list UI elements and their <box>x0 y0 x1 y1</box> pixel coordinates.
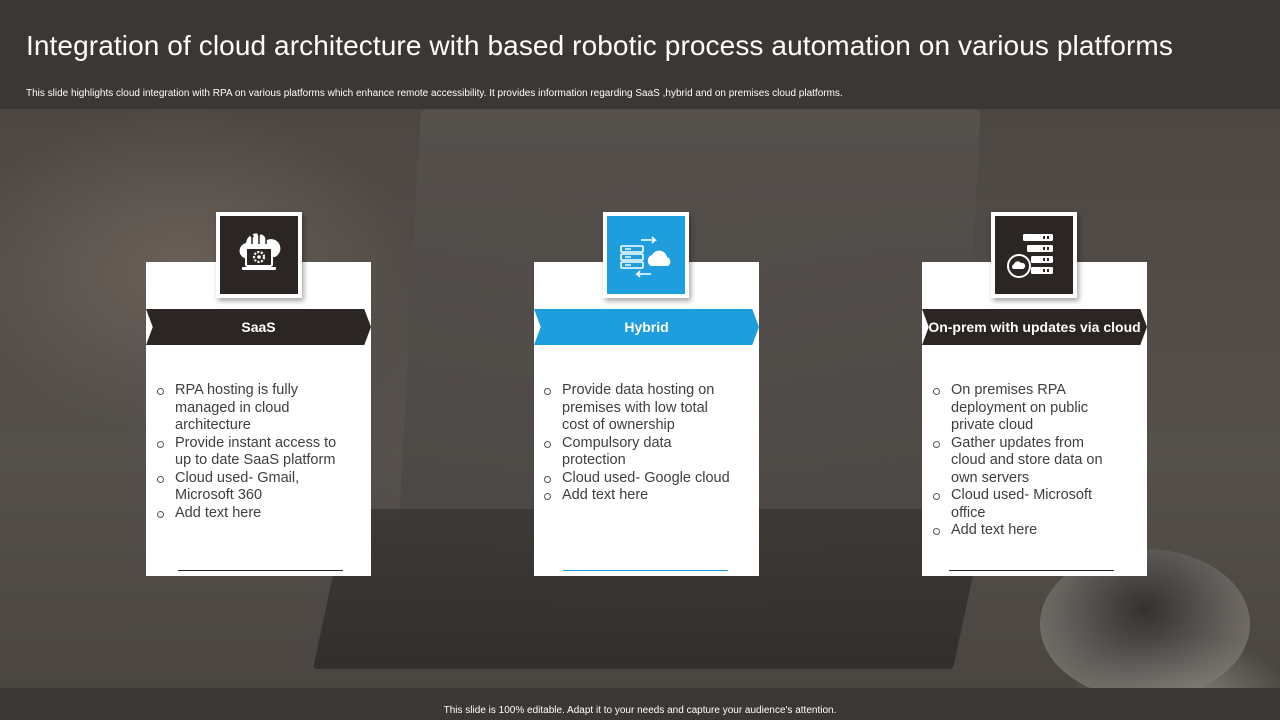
list-item: Cloud used- Gmail, Microsoft 360 <box>155 470 345 505</box>
server-cloud-sync-icon <box>607 216 685 294</box>
list-item: Compulsory data protection <box>542 435 732 470</box>
card-saas-icon-frame <box>216 212 302 298</box>
list-item: Add text here <box>155 505 345 523</box>
card-hybrid-divider <box>563 570 728 571</box>
card-hybrid-title: Hybrid <box>534 309 759 345</box>
list-item: Provide instant access to up to date Saa… <box>155 435 345 470</box>
card-hybrid-bullet-list: Provide data hosting on premises with lo… <box>542 382 732 505</box>
server-rack-cloud-icon <box>995 216 1073 294</box>
slide-title: Integration of cloud architecture with b… <box>26 30 1173 61</box>
list-item: Cloud used- Microsoft office <box>931 487 1121 522</box>
list-item: Cloud used- Google cloud <box>542 470 732 488</box>
list-item: Add text here <box>542 487 732 505</box>
card-saas-bullet-list: RPA hosting is fully managed in cloud ar… <box>155 382 345 522</box>
list-item: On premises RPA deployment on public pri… <box>931 382 1121 435</box>
card-on-prem-bullet-list: On premises RPA deployment on public pri… <box>931 382 1121 540</box>
card-on-prem-icon-frame <box>991 212 1077 298</box>
list-item: Provide data hosting on premises with lo… <box>542 382 732 435</box>
list-item: RPA hosting is fully managed in cloud ar… <box>155 382 345 435</box>
slide-footer: This slide is 100% editable. Adapt it to… <box>0 688 1280 720</box>
slide-subtitle: This slide highlights cloud integration … <box>26 88 843 99</box>
cloud-laptop-gear-icon <box>220 216 298 294</box>
list-item: Gather updates from cloud and store data… <box>931 435 1121 488</box>
card-hybrid-icon-frame <box>603 212 689 298</box>
card-saas-title: SaaS <box>146 309 371 345</box>
slide-header: Integration of cloud architecture with b… <box>0 0 1280 109</box>
card-saas-divider <box>178 570 343 571</box>
footer-note: This slide is 100% editable. Adapt it to… <box>443 705 837 716</box>
list-item: Add text here <box>931 522 1121 540</box>
card-on-prem-divider <box>949 570 1114 571</box>
card-on-prem-title: On-prem with updates via cloud <box>922 309 1147 345</box>
